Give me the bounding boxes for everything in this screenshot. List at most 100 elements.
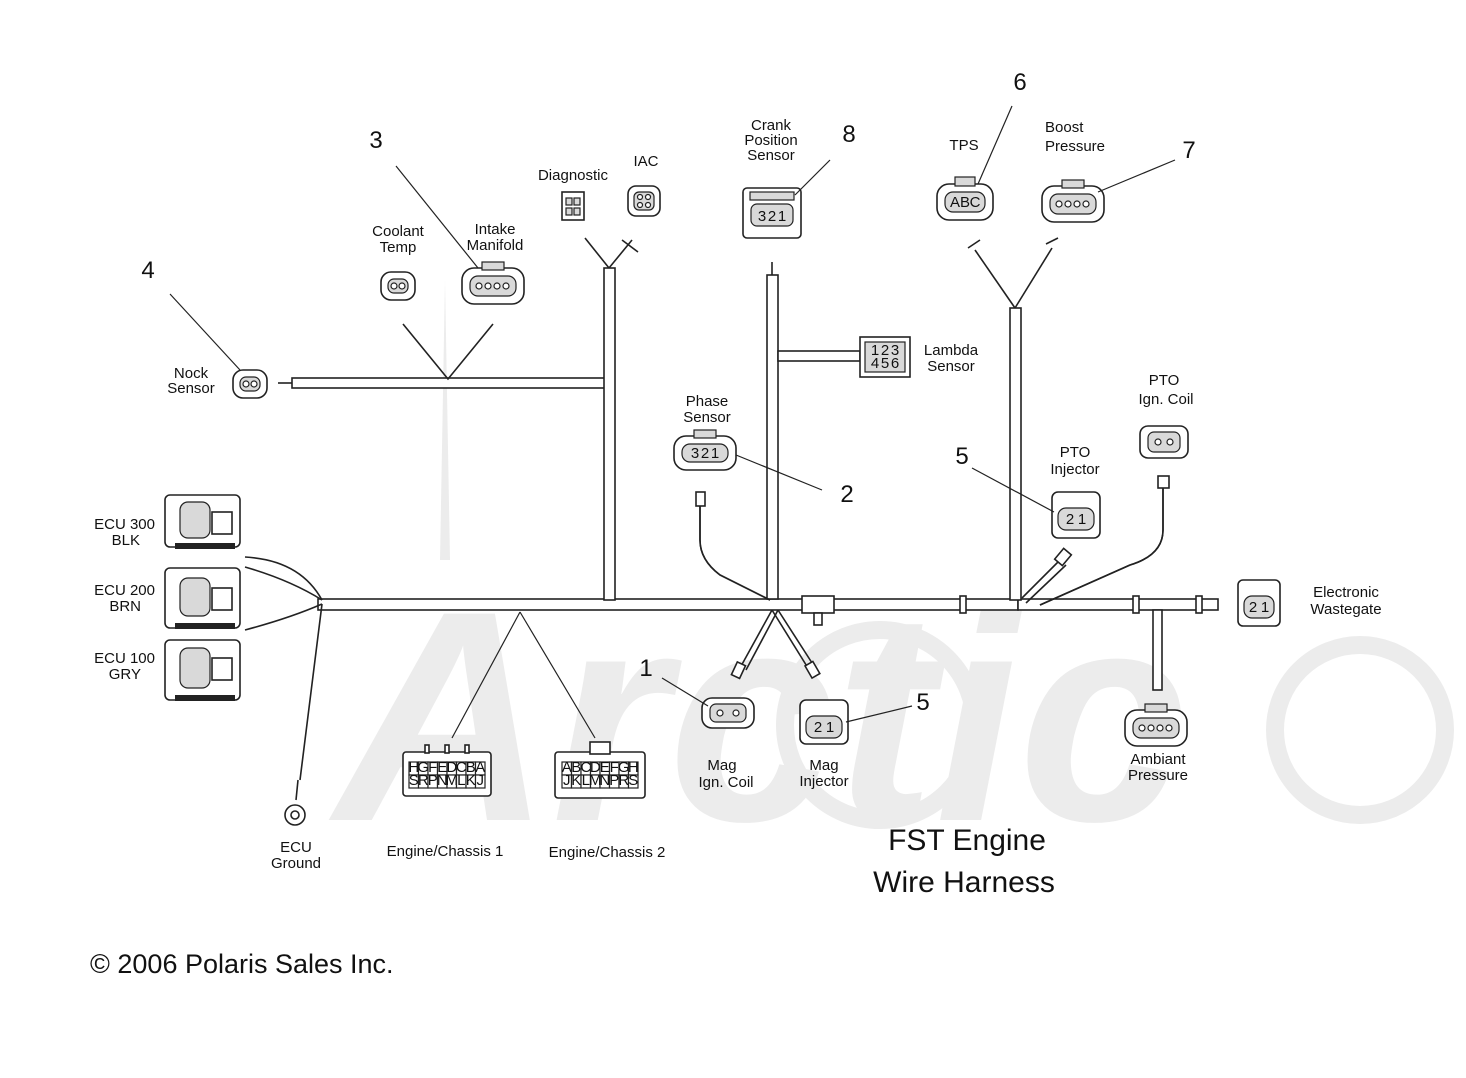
ecu-300-connector[interactable]	[164, 494, 241, 549]
pin-label: E	[437, 759, 447, 776]
lambda-sensor-connector[interactable]: 1 2 3 4 5 6	[859, 336, 911, 378]
pin-label: N	[437, 772, 448, 789]
pin-label: 1	[826, 719, 834, 736]
pin-label: C	[580, 759, 591, 776]
pin-label: 2	[814, 719, 822, 736]
lambda-sensor-label: Lambda	[924, 342, 979, 359]
engine-chassis-1-label: Engine/Chassis 1	[387, 843, 504, 860]
ecu-300-label: ECU 300	[94, 516, 155, 533]
ecu-ground-label: ECU	[280, 839, 312, 856]
ecu-100-label: GRY	[109, 666, 141, 683]
lambda-branch-wire	[777, 350, 861, 362]
mag-ign-coil-label: Mag	[707, 757, 736, 774]
callout-3: 3	[369, 127, 382, 154]
engine-chassis-leaders	[451, 611, 596, 739]
main-harness-trunk	[317, 595, 1219, 626]
wastegate-connector[interactable]: 2 1	[1237, 579, 1281, 627]
pto-branches	[1021, 475, 1170, 606]
ecu-ground-terminal[interactable]	[284, 779, 306, 826]
pin-label: 4	[871, 355, 879, 372]
boost-pressure-connector[interactable]	[1041, 179, 1105, 223]
pin-label: 1	[1078, 511, 1086, 528]
pin-label: A	[950, 194, 960, 211]
pto-injector-label: Injector	[1050, 461, 1099, 478]
pto-injector-label: PTO	[1060, 444, 1091, 461]
diagram-title: FST Engine Wire Harness	[873, 824, 1055, 899]
ecu-ground-label: Ground	[271, 855, 321, 872]
pin-label: S	[628, 772, 638, 789]
copyright-text: © 2006 Polaris Sales Inc.	[90, 949, 394, 979]
coolant-temp-label: Coolant	[372, 223, 425, 240]
phase-sensor-connector[interactable]: 3 2 1	[673, 429, 737, 471]
pin-label: 3	[758, 208, 766, 225]
nock-sensor-label: Sensor	[167, 380, 215, 397]
crank-sensor-label: Sensor	[747, 147, 795, 164]
pin-label: 2	[1066, 511, 1074, 528]
ambiant-branch	[1152, 609, 1163, 691]
tps-connector[interactable]: A B C	[936, 176, 994, 221]
pin-label: 5	[881, 355, 889, 372]
pto-ign-coil-label: Ign. Coil	[1138, 391, 1193, 408]
pin-label: 6	[891, 355, 899, 372]
trunk-segment-right	[1017, 598, 1219, 611]
pin-label: K	[466, 772, 476, 789]
callout-8: 8	[842, 121, 855, 148]
pin-label: 3	[891, 342, 899, 359]
pin-label: S	[409, 772, 419, 789]
mag-injector-connector[interactable]: 2 1	[799, 699, 849, 745]
crank-sensor-label: Crank	[751, 117, 792, 134]
ecu-200-connector[interactable]	[164, 567, 241, 629]
phase-sensor-label: Sensor	[683, 409, 731, 426]
ambiant-pressure-label: Ambiant	[1130, 751, 1186, 768]
watermark-wheel-icon	[776, 621, 984, 829]
lambda-sensor-label: Sensor	[927, 358, 975, 375]
ambiant-pressure-label: Pressure	[1128, 767, 1188, 784]
callout-6: 6	[1013, 69, 1026, 96]
mag-ign-coil-connector[interactable]	[701, 697, 755, 729]
pin-label: H	[408, 759, 419, 776]
crank-sensor-connector[interactable]: 3 2 1	[742, 187, 802, 239]
ecu-100-connector[interactable]	[164, 639, 241, 701]
pin-label: B	[571, 759, 581, 776]
diagnostic-branch	[584, 237, 639, 601]
pin-label: 2	[701, 445, 709, 462]
wastegate-label: Electronic	[1313, 584, 1379, 601]
pin-label: 1	[871, 342, 879, 359]
pin-label: 3	[691, 445, 699, 462]
mag-injector-label: Injector	[799, 773, 848, 790]
pin-label: P	[428, 772, 438, 789]
pin-label: 2	[768, 208, 776, 225]
pin-label: H	[628, 759, 639, 776]
iac-connector[interactable]	[627, 185, 661, 217]
ambiant-pressure-connector[interactable]	[1124, 703, 1188, 747]
tps-branch-wire	[1009, 307, 1022, 601]
pin-label: 1	[711, 445, 719, 462]
phase-branch	[695, 491, 771, 601]
ecu-100-label: ECU 100	[94, 650, 155, 667]
nock-sensor-connector[interactable]	[232, 369, 268, 399]
pin-label: F	[610, 759, 619, 776]
tps-label: TPS	[949, 137, 978, 154]
pto-ign-coil-connector[interactable]	[1139, 425, 1189, 459]
boost-pressure-label: Pressure	[1045, 138, 1105, 155]
pin-label: R	[418, 772, 429, 789]
tps-boost-branch	[967, 237, 1059, 601]
pin-label: C	[456, 759, 467, 776]
pto-injector-connector[interactable]: 2 1	[1051, 491, 1101, 539]
harness-clip	[959, 595, 967, 614]
harness-clip	[1132, 595, 1140, 614]
intake-manifold-connector[interactable]	[461, 261, 525, 305]
pin-label: P	[609, 772, 619, 789]
pin-label: N	[599, 772, 610, 789]
watermark-wheel-icon	[1266, 636, 1454, 824]
pin-label: 2	[1249, 599, 1257, 616]
diagnostic-connector[interactable]	[561, 191, 585, 221]
ecu-200-label: BRN	[109, 598, 141, 615]
coolant-temp-connector[interactable]	[380, 271, 416, 301]
diagnostic-branch-wire	[603, 267, 616, 601]
